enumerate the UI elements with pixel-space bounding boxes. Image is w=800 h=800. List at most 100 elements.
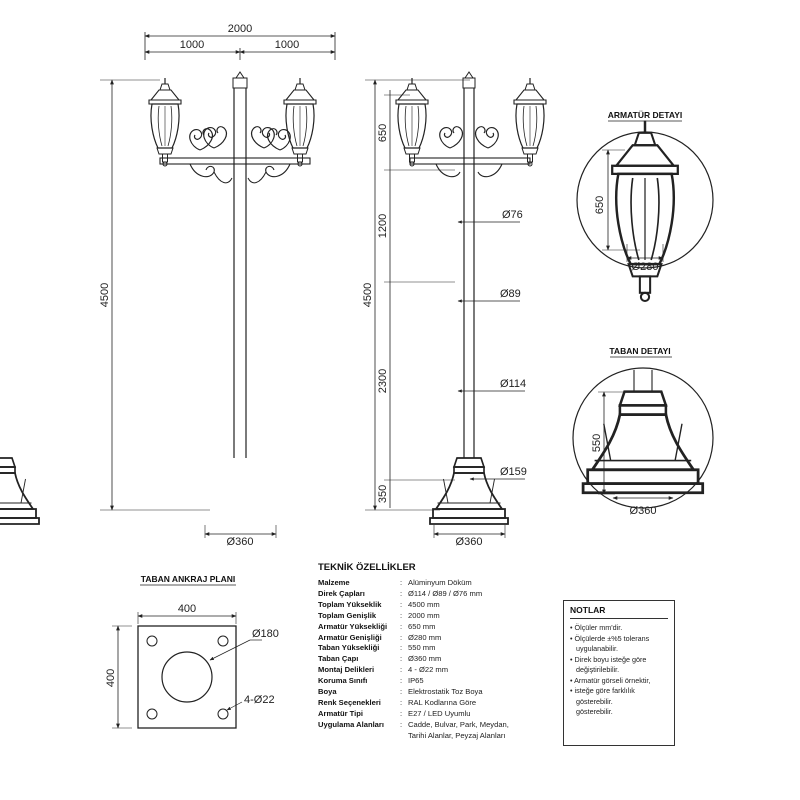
spec-colon: : [400, 588, 403, 598]
spec-label: Montaj Delikleri [318, 665, 375, 675]
note-continuation: gösterebilir. [576, 696, 613, 706]
spec-value: 550 mm [408, 643, 436, 653]
spec-label: Koruma Sınıfı [318, 676, 368, 686]
spec-label: Uygulama Alanları [318, 719, 384, 729]
spec-colon: : [400, 578, 403, 587]
spec-value: IP65 [408, 676, 424, 686]
note-continuation: değiştirilebilir. [576, 665, 620, 674]
spec-value: Elektrostatik Toz Boya [408, 687, 483, 697]
spec-colon: : [400, 610, 403, 620]
spec-label: Armatür Tipi [318, 708, 364, 718]
note-continuation: gösterebilir. [576, 707, 613, 716]
spec-row: Tarihi Alanlar, Peyzaj Alanları [318, 731, 558, 742]
spec-colon: : [400, 654, 403, 664]
base-detail: TABAN DETAYI 550 Ø360 [572, 346, 714, 517]
dim-dia-114: Ø114 [500, 378, 526, 390]
spec-label: Boya [318, 687, 337, 697]
anchor-plan-title: TABAN ANKRAJ PLANI [141, 574, 235, 584]
spec-colon: : [400, 687, 403, 697]
note-item: • Ölçüler mm'dir. [570, 623, 623, 632]
dim-segment-2300: 2300 [377, 369, 389, 393]
spec-value: Ø114 / Ø89 / Ø76 mm [408, 588, 483, 598]
spec-row: Armatür Tipi: E27 / LED Uyumlu [318, 709, 558, 720]
anchor-plan-width: 400 [178, 603, 196, 615]
spec-value: E27 / LED Uyumlu [408, 708, 471, 718]
spec-value: 4500 mm [408, 599, 440, 609]
spec-row: Armatür Genişliği: Ø280 mm [318, 633, 558, 644]
dim-fixture-height: 650 [377, 124, 389, 142]
spec-value: 4 - Ø22 mm [408, 665, 449, 675]
notes-list: • Ölçüler mm'dir.• Ölçülerde ±%5 toleran… [570, 623, 668, 718]
spec-label: Armatür Yüksekliği [318, 621, 388, 631]
spec-colon: : [400, 697, 403, 707]
spec-row: Montaj Delikleri:4 - Ø22 mm [318, 665, 558, 676]
notes-box: NOTLAR • Ölçüler mm'dir.• Ölçülerde ±%5 … [563, 600, 675, 746]
spec-label: Toplam Genişlik [318, 610, 377, 620]
dim-total-height: 4500 [99, 283, 111, 307]
dim-total-height-side: 4500 [362, 283, 374, 307]
notes-title: NOTLAR [570, 605, 668, 619]
anchor-plan-height: 400 [105, 669, 117, 687]
base-detail-height: 550 [591, 434, 603, 452]
spec-value: 650 mm [408, 621, 436, 631]
spec-row: Koruma Sınıfı: IP65 [318, 676, 558, 687]
fixture-detail-height: 650 [594, 196, 606, 214]
spec-value: Cadde, Bulvar, Park, Meydan, [408, 719, 509, 729]
spec-colon [400, 731, 408, 742]
base-detail-width: Ø360 [630, 505, 657, 517]
dim-base-right: Ø360 [456, 536, 483, 548]
anchor-plan: TABAN ANKRAJ PLANI 400 400 Ø180 4-Ø22 [105, 574, 279, 729]
anchor-plan-holes: 4-Ø22 [244, 694, 275, 706]
note-item: • isteğe göre farklılık [570, 686, 635, 695]
spec-colon: : [400, 643, 403, 653]
pole-side-view: 4500 650 1200 2300 350 Ø76 Ø89 Ø114 Ø159 [362, 71, 547, 548]
spec-colon: : [400, 599, 403, 609]
dim-half-left: 1000 [180, 39, 204, 51]
spec-colon: : [400, 719, 403, 729]
spec-colon: : [400, 665, 403, 675]
spec-value: Ø280 mm [408, 632, 442, 642]
spec-label: Armatür Genişliği [318, 632, 382, 642]
spec-row: Armatür Yüksekliği:650 mm [318, 622, 558, 633]
spec-value: RAL Kodlarına Göre [408, 697, 477, 707]
spec-colon: : [400, 621, 403, 631]
spec-label: Toplam Yükseklik [318, 599, 382, 609]
spec-colon: : [400, 708, 403, 718]
spec-value: Alüminyum Döküm [408, 578, 472, 587]
spec-label: Malzeme [318, 578, 350, 587]
spec-colon: : [400, 632, 403, 642]
spec-colon: : [400, 676, 403, 686]
spec-value: Tarihi Alanlar, Peyzaj Alanları [408, 730, 506, 740]
fixture-detail: ARMATÜR DETAYI 650 Ø280 [576, 110, 714, 303]
anchor-plan-center-hole: Ø180 [252, 628, 279, 640]
note-continuation: uygulanabilir. [576, 644, 618, 653]
spec-row: Uygulama Alanları: Cadde, Bulvar, Park, M… [318, 720, 558, 731]
fixture-detail-title: ARMATÜR DETAYI [608, 110, 682, 120]
spec-value: Ø360 mm [408, 654, 442, 664]
note-item: • Direk boyu isteğe göre [570, 654, 647, 664]
dim-dia-76: Ø76 [502, 209, 523, 221]
specs-title: TEKNİK ÖZELLİKLER [318, 562, 416, 573]
dim-dia-89: Ø89 [500, 288, 521, 300]
note-item: • Armatür görseli örnektir, [570, 675, 651, 685]
spec-row: Taban Çapı: Ø360 mm [318, 654, 558, 665]
spec-value: 2000 mm [408, 610, 440, 620]
note-item: • Ölçülerde ±%5 tolerans [570, 633, 650, 643]
spec-label: Taban Çapı [318, 654, 359, 664]
spec-row: Taban Yüksekliği:550 mm [318, 643, 558, 654]
base-detail-title: TABAN DETAYI [609, 346, 670, 356]
dim-base-left: Ø360 [227, 536, 254, 548]
spec-label [318, 731, 400, 742]
dim-segment-350: 350 [377, 485, 389, 503]
spec-label: Taban Yüksekliği [318, 643, 380, 653]
spec-row: Renk Seçenekleri:RAL Kodlarına Göre [318, 698, 558, 709]
spec-row: Direk Çapları: Ø114 / Ø89 / Ø76 mm [318, 589, 558, 600]
technical-specs: TEKNİK ÖZELLİKLER Malzeme: Alüminyum Dökü… [318, 562, 558, 742]
spec-label: Direk Çapları [318, 588, 365, 598]
fixture-detail-width: Ø280 [632, 261, 659, 273]
dim-dia-159: Ø159 [500, 466, 527, 478]
dim-segment-1200: 1200 [377, 214, 389, 238]
spec-row: Toplam Yükseklik:4500 mm [318, 600, 558, 611]
